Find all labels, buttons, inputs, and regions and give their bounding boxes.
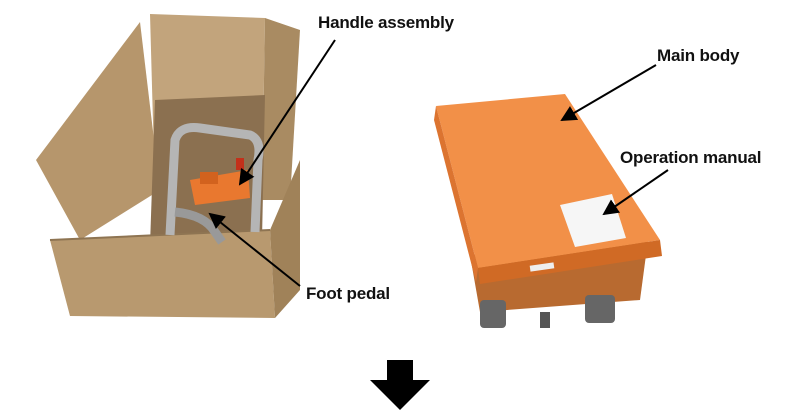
handle-assembly-part: [165, 123, 264, 236]
label-foot-pedal: Foot pedal: [306, 284, 390, 303]
foot-pedal-arrow: [208, 212, 301, 287]
main-body-arrow: [560, 64, 657, 122]
handle-assembly-arrow: [238, 39, 336, 186]
label-main-body: Main body: [657, 46, 740, 65]
foot-pedal-part: [174, 207, 226, 245]
lift-table: [434, 94, 662, 328]
label-handle-assembly: Handle assembly: [318, 13, 454, 32]
operation-manual-arrow: [602, 169, 669, 216]
label-operation-manual: Operation manual: [620, 148, 762, 167]
down-arrow-icon: [370, 360, 430, 410]
